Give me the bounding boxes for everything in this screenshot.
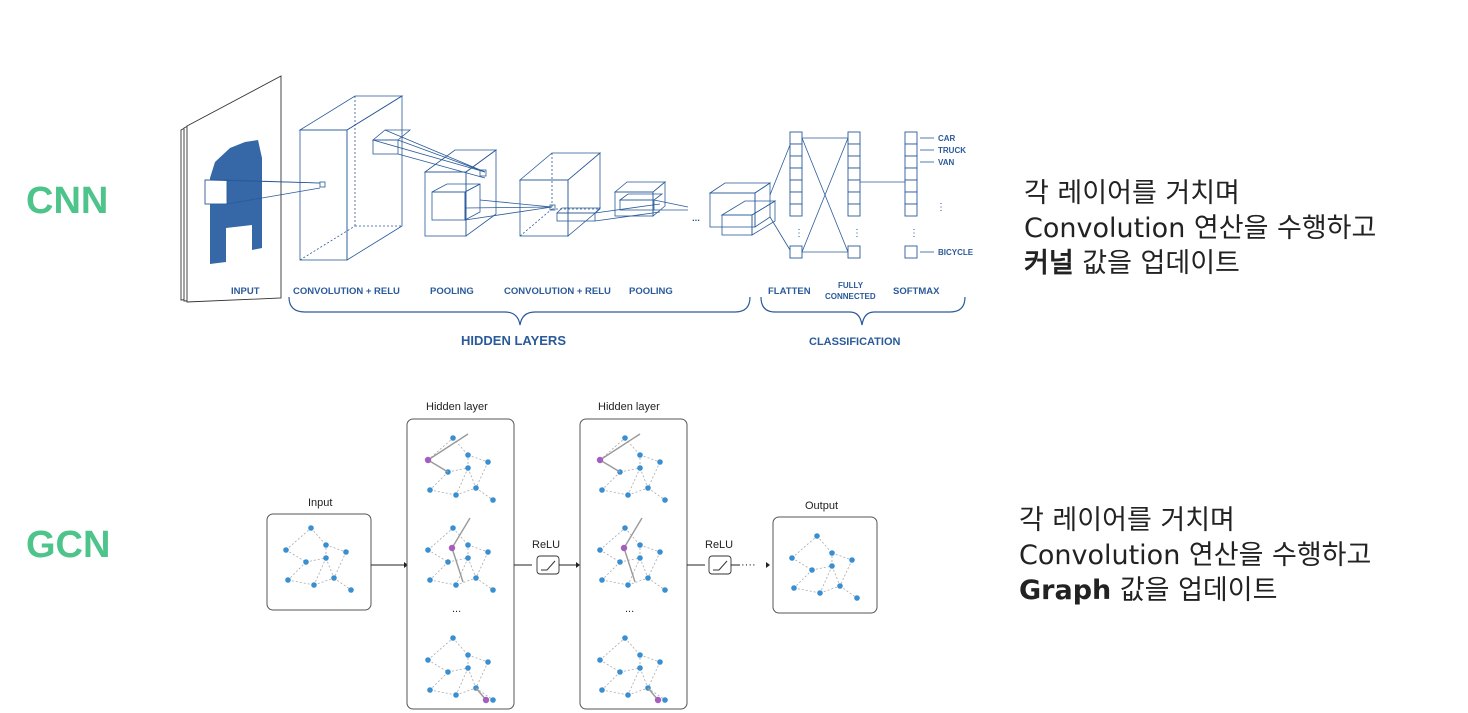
svg-text:⋮: ⋮ (852, 228, 862, 239)
cnn-label: CNN (26, 180, 109, 222)
cnn-desc-line1: 각 레이어를 거치며 (1024, 178, 1240, 209)
cnn-pool1-label: POOLING (430, 286, 474, 297)
class-car: CAR (938, 134, 956, 143)
cnn-desc-line2: Convolution 연산을 수행하고 (1024, 213, 1377, 244)
class-van: VAN (938, 158, 955, 167)
gcn-desc-line1: 각 레이어를 거치며 (1019, 505, 1235, 536)
cnn-desc-rest: 값을 업데이트 (1073, 248, 1240, 279)
cnn-desc-line3: 커널 값을 업데이트 (1024, 246, 1376, 281)
gcn-hidden1-dots: ... (452, 603, 461, 615)
class-bicycle: BICYCLE (938, 248, 974, 257)
class-truck: TRUCK (938, 146, 966, 155)
classification-label: CLASSIFICATION (809, 336, 901, 348)
svg-text:⋮: ⋮ (794, 228, 804, 239)
cnn-conv1-label: CONVOLUTION + RELU (293, 286, 400, 297)
car-icon (210, 140, 262, 264)
gcn-diagram: Input Hidden layer ... ReLU Hidden layer… (266, 401, 878, 710)
cnn-input-label: INPUT (231, 286, 260, 297)
gcn-hidden2-dots: ... (625, 603, 634, 615)
cnn-description: 각 레이어를 거치며 Convolution 연산을 수행하고 커널 값을 업데… (1024, 176, 1376, 281)
classification-brace (760, 296, 966, 326)
gcn-description: 각 레이어를 거치며 Convolution 연산을 수행하고 Graph 값을… (1019, 503, 1371, 608)
cnn-flatten-label: FLATTEN (768, 286, 811, 297)
gcn-desc-rest: 값을 업데이트 (1111, 575, 1278, 606)
gcn-hidden1-label: Hidden layer (426, 401, 488, 413)
cnn-softmax-label: SOFTMAX (893, 286, 940, 297)
gcn-input-label: Input (308, 497, 332, 509)
gcn-desc-line2: Convolution 연산을 수행하고 (1019, 540, 1372, 571)
hidden-layers-label: HIDDEN LAYERS (461, 333, 566, 348)
gcn-label: GCN (26, 524, 111, 566)
svg-text:⋮: ⋮ (936, 202, 946, 213)
gcn-hidden2-label: Hidden layer (598, 401, 660, 413)
gcn-tail-dots: ···· (741, 559, 756, 571)
gcn-desc-bold: Graph (1019, 575, 1112, 606)
hidden-brace (288, 296, 751, 326)
gcn-output-label: Output (805, 500, 838, 512)
cnn-ellipsis: ... (692, 213, 700, 224)
cnn-fully-label: FULLY (838, 281, 864, 290)
cnn-pool2-label: POOLING (629, 286, 673, 297)
cnn-desc-bold: 커널 (1024, 248, 1074, 279)
cnn-connected-label: CONNECTED (825, 292, 876, 301)
cnn-diagram: ... ⋮ ⋮ ⋮ ⋮ CAR TRUCK VAN BICYCLE INPUT CON… (180, 75, 974, 348)
gcn-relu1-label: ReLU (532, 539, 560, 551)
svg-text:⋮: ⋮ (909, 228, 919, 239)
gcn-relu2-label: ReLU (705, 539, 733, 551)
cnn-conv2-label: CONVOLUTION + RELU (504, 286, 611, 297)
gcn-desc-line3: Graph 값을 업데이트 (1019, 573, 1371, 608)
